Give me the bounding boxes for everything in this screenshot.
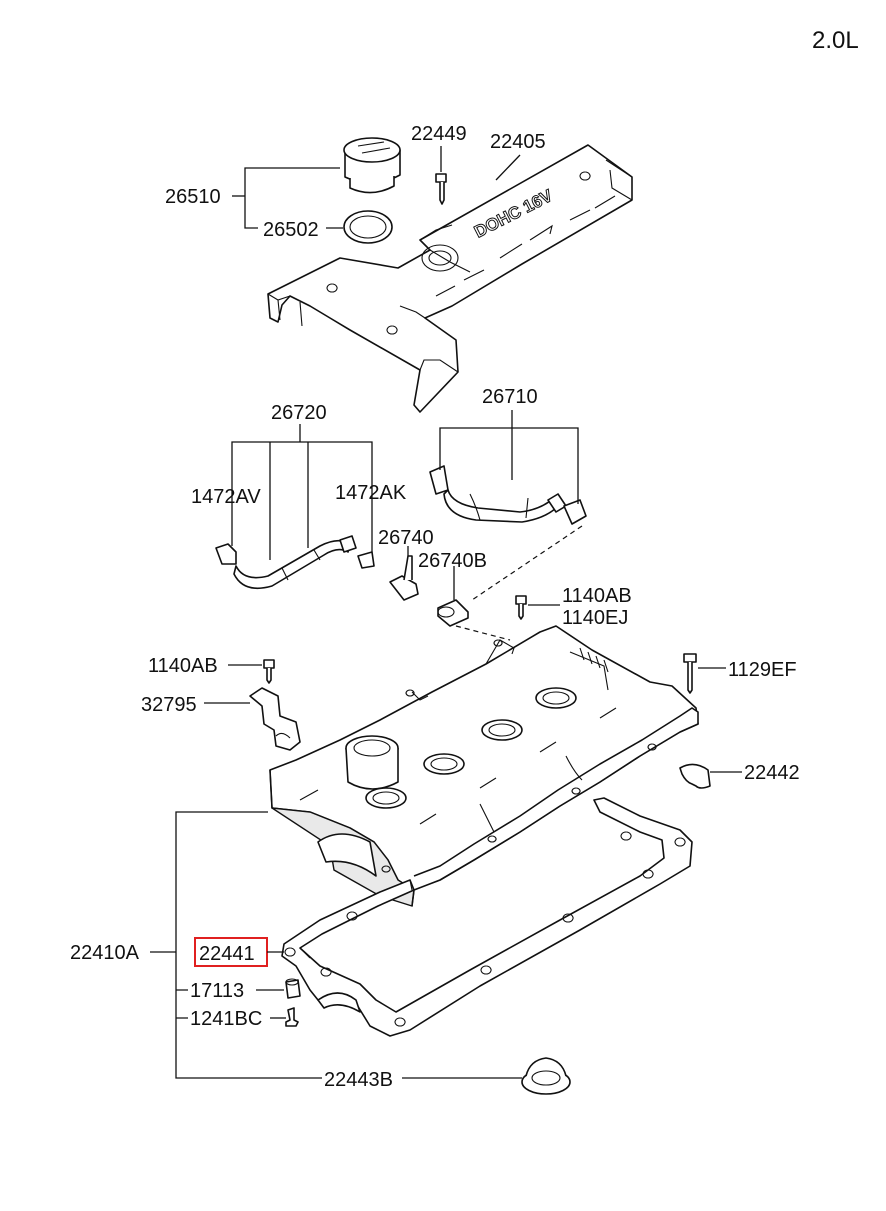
leader-26720 <box>231 441 373 552</box>
rocker-cover[interactable] <box>269 625 699 907</box>
part-label-26710[interactable]: 26710 <box>482 386 538 408</box>
pcv-grommet-26740B[interactable] <box>437 599 469 627</box>
part-label-32795[interactable]: 32795 <box>141 694 197 716</box>
part-label-22441[interactable]: 22441 <box>199 943 255 965</box>
bolt-1140AB-lower[interactable] <box>263 659 275 684</box>
oil-filler-cap[interactable] <box>343 137 401 194</box>
engine-cover[interactable]: DOHC 16V <box>267 144 633 413</box>
part-label-1140EJ[interactable]: 1140EJ <box>562 607 628 629</box>
breather-hose-26720[interactable] <box>215 535 375 590</box>
part-label-26740B[interactable]: 26740B <box>418 550 487 572</box>
part-label-22410A[interactable]: 22410A <box>70 942 140 964</box>
leader-26510 <box>244 167 340 229</box>
part-label-1472AV[interactable]: 1472AV <box>191 486 261 508</box>
part-label-1472AK[interactable]: 1472AK <box>335 482 407 504</box>
bracket-32795[interactable] <box>249 687 301 751</box>
part-label-22405[interactable]: 22405 <box>490 131 546 153</box>
seal-22442[interactable] <box>679 763 711 789</box>
plug-seal-22443B[interactable] <box>521 1057 571 1095</box>
bolt-1129EF[interactable] <box>683 653 697 694</box>
part-label-22443B[interactable]: 22443B <box>324 1069 393 1091</box>
part-label-26510[interactable]: 26510 <box>165 186 221 208</box>
part-label-26502[interactable]: 26502 <box>263 219 319 241</box>
part-label-1140AB-lower[interactable]: 1140AB <box>148 655 218 677</box>
part-label-17113[interactable]: 17113 <box>190 980 244 1002</box>
pcv-valve-26740[interactable] <box>389 555 419 601</box>
bolt-22449[interactable] <box>435 173 447 205</box>
part-label-26740[interactable]: 26740 <box>378 527 434 549</box>
part-label-22449[interactable]: 22449 <box>411 123 467 145</box>
leader-26710 <box>439 427 579 504</box>
part-label-1241BC[interactable]: 1241BC <box>190 1008 262 1030</box>
part-label-1140AB-upper[interactable]: 1140AB <box>562 585 632 607</box>
bolt-1140AB-upper[interactable] <box>515 595 527 620</box>
spacer-17113[interactable] <box>285 978 301 999</box>
leader-22410A <box>175 811 322 1079</box>
engine-size-label: 2.0L <box>812 27 859 54</box>
breather-hose-26710[interactable] <box>429 465 587 525</box>
bolt-1241BC[interactable] <box>285 1007 299 1027</box>
part-label-22442[interactable]: 22442 <box>744 762 800 784</box>
rocker-cover-gasket[interactable] <box>281 797 693 1037</box>
leader-22405 <box>495 154 521 181</box>
filler-cap-gasket[interactable] <box>343 210 393 244</box>
part-label-26720[interactable]: 26720 <box>271 402 327 424</box>
part-label-1129EF[interactable]: 1129EF <box>728 659 797 681</box>
